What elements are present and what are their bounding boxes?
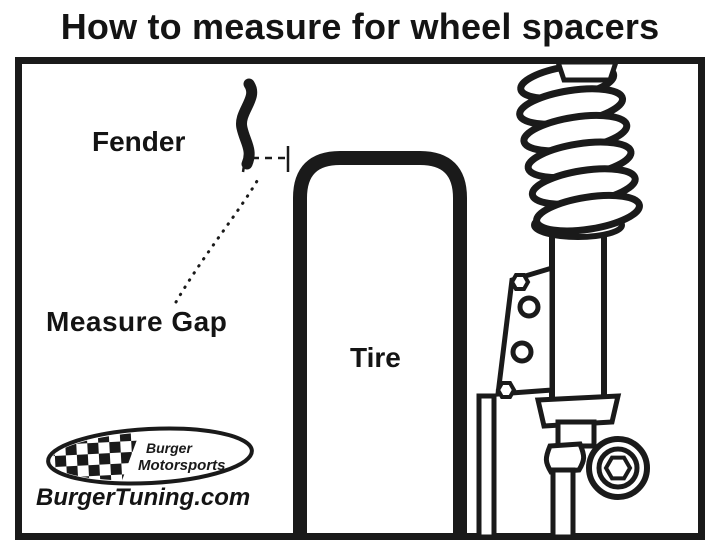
measure-gap-label: Measure Gap: [46, 306, 228, 337]
website-text: BurgerTuning.com: [36, 484, 251, 511]
fender-label: Fender: [92, 126, 186, 157]
tire-label: Tire: [350, 342, 401, 373]
page-title: How to measure for wheel spacers: [60, 6, 660, 47]
